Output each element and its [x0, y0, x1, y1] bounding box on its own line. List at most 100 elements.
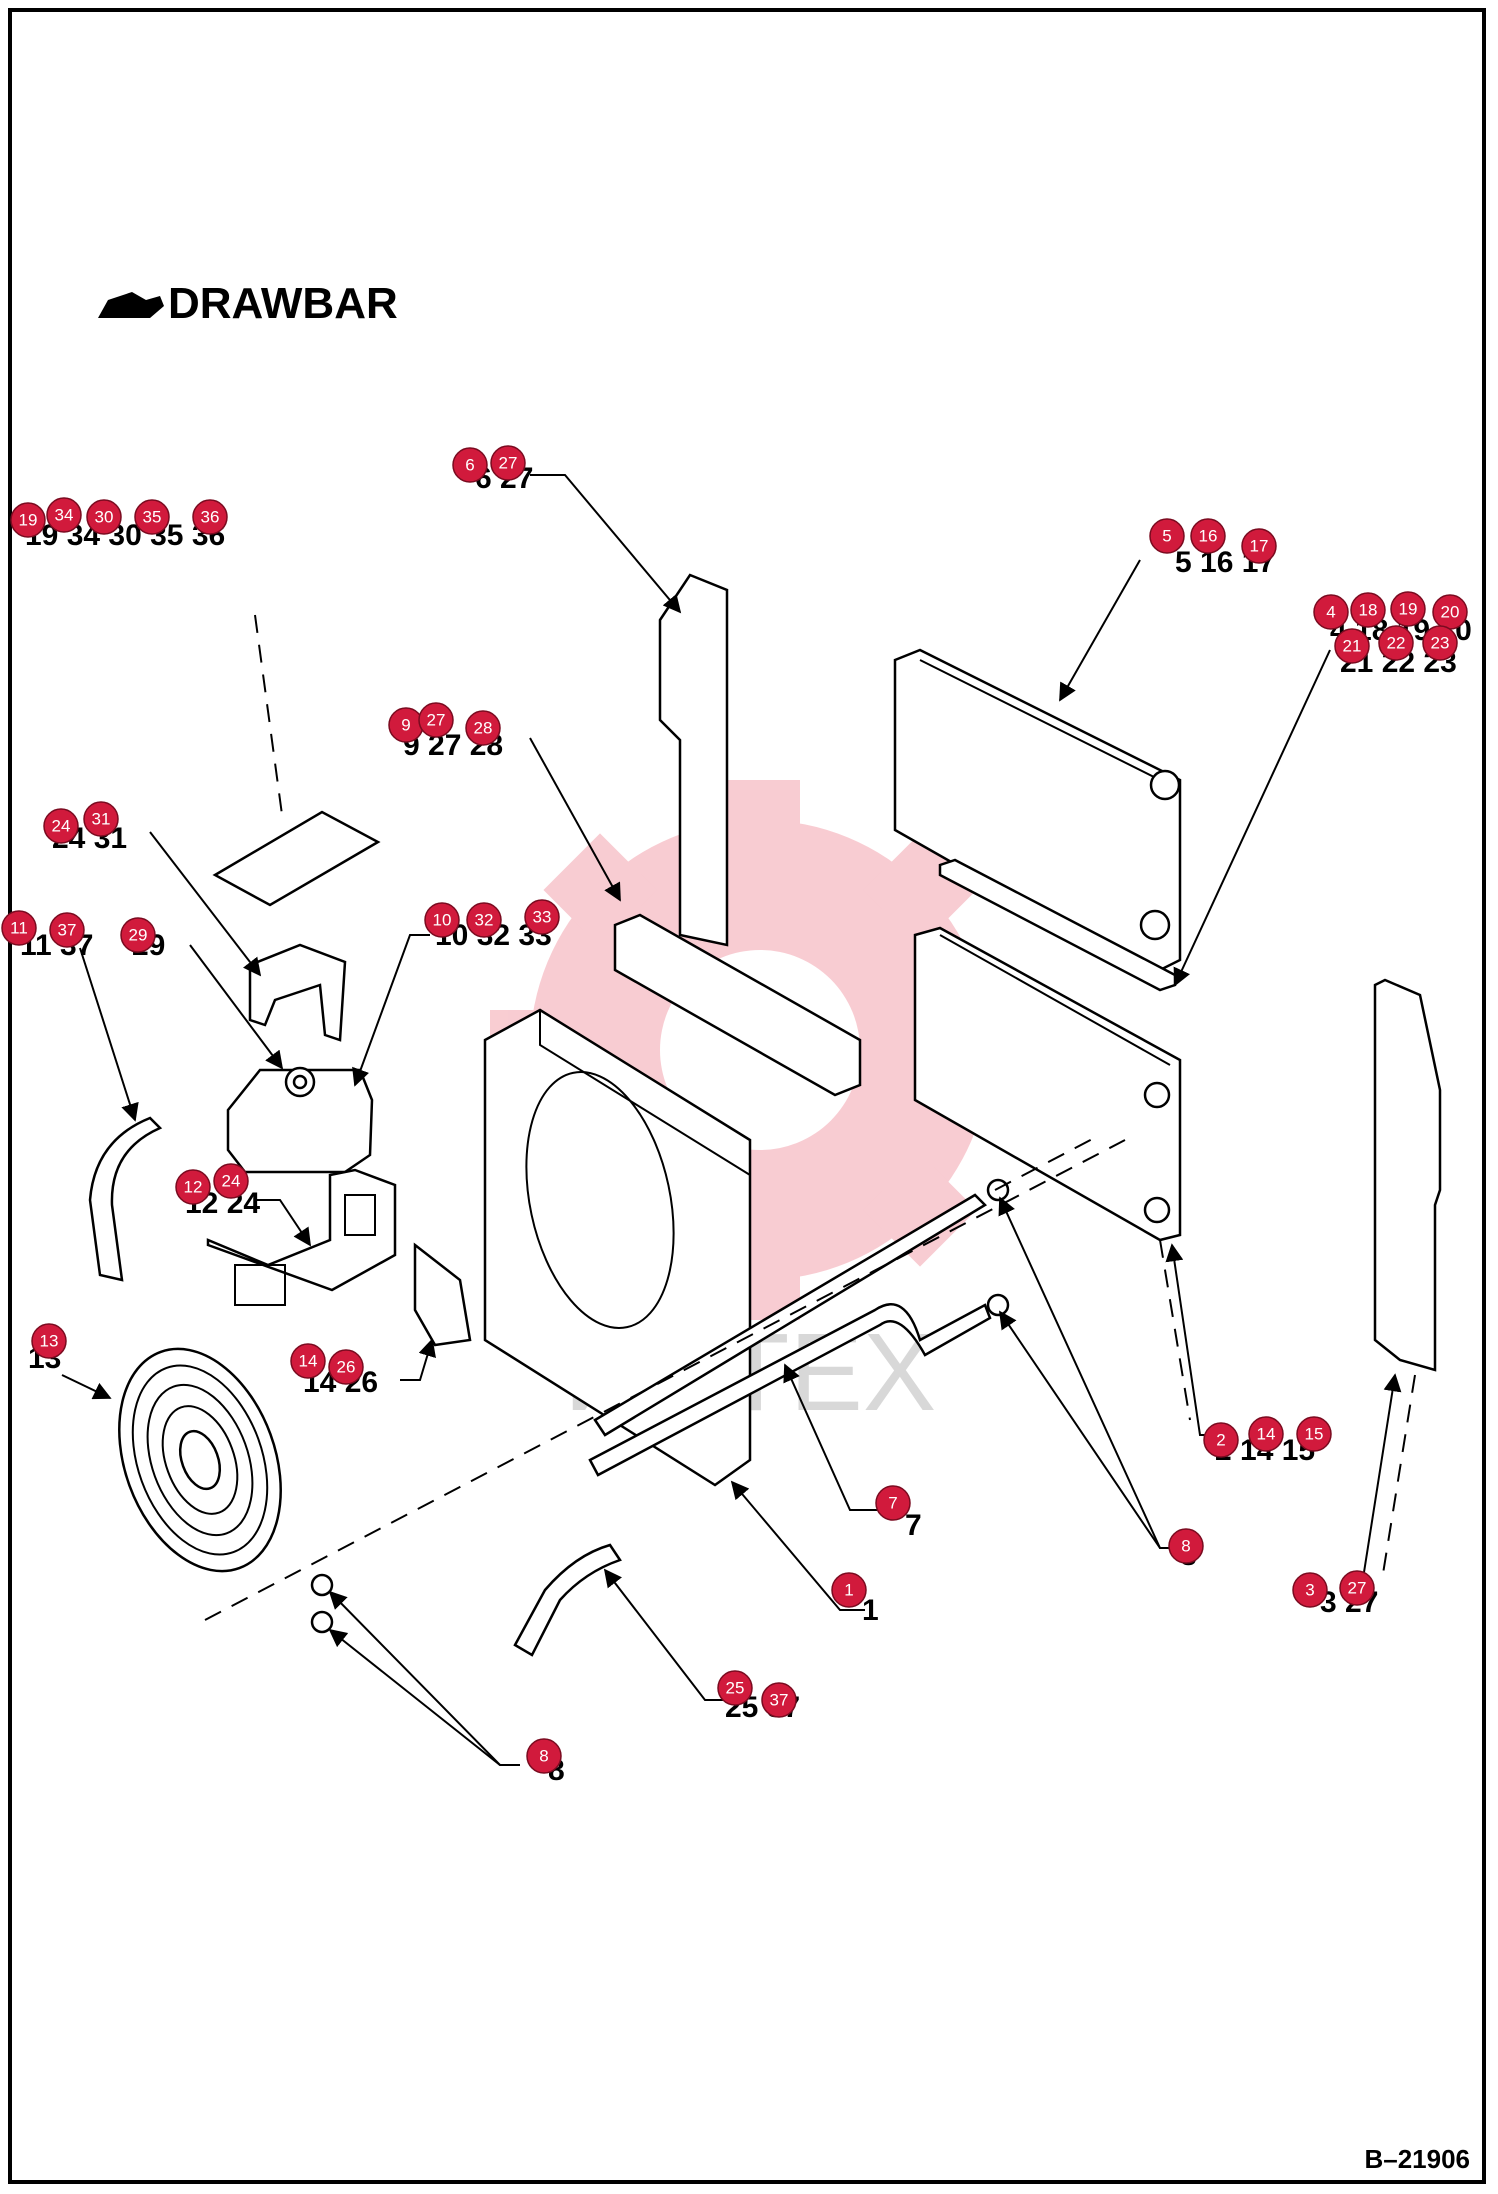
callout-19[interactable]: 19	[10, 502, 46, 538]
cooler-tube-upper	[593, 1193, 988, 1437]
right-upright-panel	[1373, 978, 1442, 1372]
callout-33[interactable]: 33	[524, 899, 560, 935]
callout-13[interactable]: 13	[31, 1323, 67, 1359]
pointing-hand-icon	[98, 292, 164, 318]
svg-text:12: 12	[184, 1178, 203, 1197]
callout-3[interactable]: 3	[1292, 1572, 1328, 1608]
callout-34[interactable]: 34	[46, 497, 82, 533]
callout-29[interactable]: 29	[120, 917, 156, 953]
callout-17[interactable]: 17	[1241, 528, 1277, 564]
figure-code: B–21906	[1364, 2144, 1470, 2174]
callout-5[interactable]: 5	[1149, 518, 1185, 554]
callout-32[interactable]: 32	[466, 902, 502, 938]
svg-text:37: 37	[770, 1691, 789, 1710]
callout-21[interactable]: 21	[1334, 628, 1370, 664]
callout-35[interactable]: 35	[134, 499, 170, 535]
svg-text:8: 8	[1181, 1537, 1190, 1556]
svg-text:26: 26	[337, 1358, 356, 1377]
callout-14[interactable]: 14	[290, 1343, 326, 1379]
callout-7[interactable]: 7	[875, 1485, 911, 1521]
svg-text:3: 3	[1305, 1581, 1314, 1600]
fitting-lower	[986, 1293, 1010, 1317]
coolant-reservoir	[226, 1066, 374, 1174]
callout-14b[interactable]: 14	[1248, 1416, 1284, 1452]
callout-27c[interactable]: 27	[1339, 1570, 1375, 1606]
callout-6[interactable]: 6	[452, 447, 488, 483]
svg-text:35: 35	[143, 508, 162, 527]
alignment-lines	[204, 614, 1416, 1621]
callout-28[interactable]: 28	[465, 710, 501, 746]
callout-20[interactable]: 20	[1432, 594, 1468, 630]
svg-text:34: 34	[55, 506, 74, 525]
callout-27b[interactable]: 27	[418, 702, 454, 738]
radiator	[893, 648, 1182, 977]
diagram-frame	[8, 8, 1486, 2184]
left-upright-panel	[658, 573, 729, 947]
callout-25[interactable]: 25	[717, 1670, 753, 1706]
fitting-upper	[986, 1178, 1010, 1202]
svg-text:19: 19	[19, 511, 38, 530]
svg-text:31: 31	[92, 810, 111, 829]
svg-text:13: 13	[40, 1332, 59, 1351]
svg-text:15: 15	[1305, 1425, 1324, 1444]
callout-30[interactable]: 30	[86, 499, 122, 535]
svg-text:14: 14	[1257, 1425, 1276, 1444]
svg-text:6: 6	[465, 456, 474, 475]
callout-9[interactable]: 9	[388, 707, 424, 743]
callout-8[interactable]: 8	[1168, 1528, 1204, 1564]
callout-11[interactable]: 11	[1, 910, 37, 946]
svg-text:8: 8	[539, 1747, 548, 1766]
callout-37b[interactable]: 37	[761, 1682, 797, 1718]
reservoir-bracket	[248, 943, 347, 1042]
callout-12[interactable]: 12	[175, 1169, 211, 1205]
callout-27[interactable]: 27	[490, 445, 526, 481]
callout-24b[interactable]: 24	[213, 1163, 249, 1199]
svg-text:29: 29	[129, 926, 148, 945]
svg-text:18: 18	[1359, 601, 1378, 620]
svg-text:17: 17	[1250, 537, 1269, 556]
callout-24[interactable]: 24	[43, 808, 79, 844]
svg-text:30: 30	[95, 508, 114, 527]
callout-16[interactable]: 16	[1190, 518, 1226, 554]
lower-hose	[513, 1543, 622, 1657]
callout-4[interactable]: 4	[1313, 594, 1349, 630]
callout-1[interactable]: 1	[831, 1572, 867, 1608]
svg-text:23: 23	[1431, 634, 1450, 653]
svg-text:4: 4	[1326, 603, 1335, 622]
label-group-14: 7	[905, 1509, 922, 1542]
tank-mount-bracket	[206, 1168, 397, 1292]
callout-10[interactable]: 10	[424, 902, 460, 938]
svg-text:11: 11	[10, 919, 28, 938]
callout-36[interactable]: 36	[192, 499, 228, 535]
svg-text:14: 14	[299, 1352, 318, 1371]
page-title: DRAWBAR	[168, 279, 398, 328]
svg-text:2: 2	[1216, 1431, 1225, 1450]
callout-18[interactable]: 18	[1350, 592, 1386, 628]
mount-plate	[413, 1242, 472, 1347]
fan-guard	[118, 1347, 282, 1573]
callouts: 19 34 30 35 36 6 27 5 16 17 4 18 19 20 2…	[1, 445, 1468, 1774]
fitting-left-2	[310, 1610, 334, 1634]
svg-text:1: 1	[844, 1581, 853, 1600]
parts	[88, 573, 1442, 1657]
lower-baffle	[613, 913, 862, 1097]
svg-text:5: 5	[1162, 527, 1171, 546]
svg-text:22: 22	[1387, 634, 1406, 653]
callout-15[interactable]: 15	[1296, 1416, 1332, 1452]
svg-text:27: 27	[499, 454, 518, 473]
callout-31[interactable]: 31	[83, 801, 119, 837]
callout-23[interactable]: 23	[1422, 625, 1458, 661]
fitting-left-1	[310, 1573, 334, 1597]
callout-37[interactable]: 37	[49, 912, 85, 948]
callout-8b[interactable]: 8	[526, 1738, 562, 1774]
svg-text:10: 10	[433, 911, 452, 930]
callout-26[interactable]: 26	[328, 1349, 364, 1385]
svg-text:7: 7	[888, 1494, 897, 1513]
callout-19b[interactable]: 19	[1390, 591, 1426, 627]
svg-text:32: 32	[475, 911, 494, 930]
svg-text:9: 9	[401, 716, 410, 735]
callout-22[interactable]: 22	[1378, 625, 1414, 661]
callout-2[interactable]: 2	[1203, 1422, 1239, 1458]
svg-text:36: 36	[201, 508, 220, 527]
